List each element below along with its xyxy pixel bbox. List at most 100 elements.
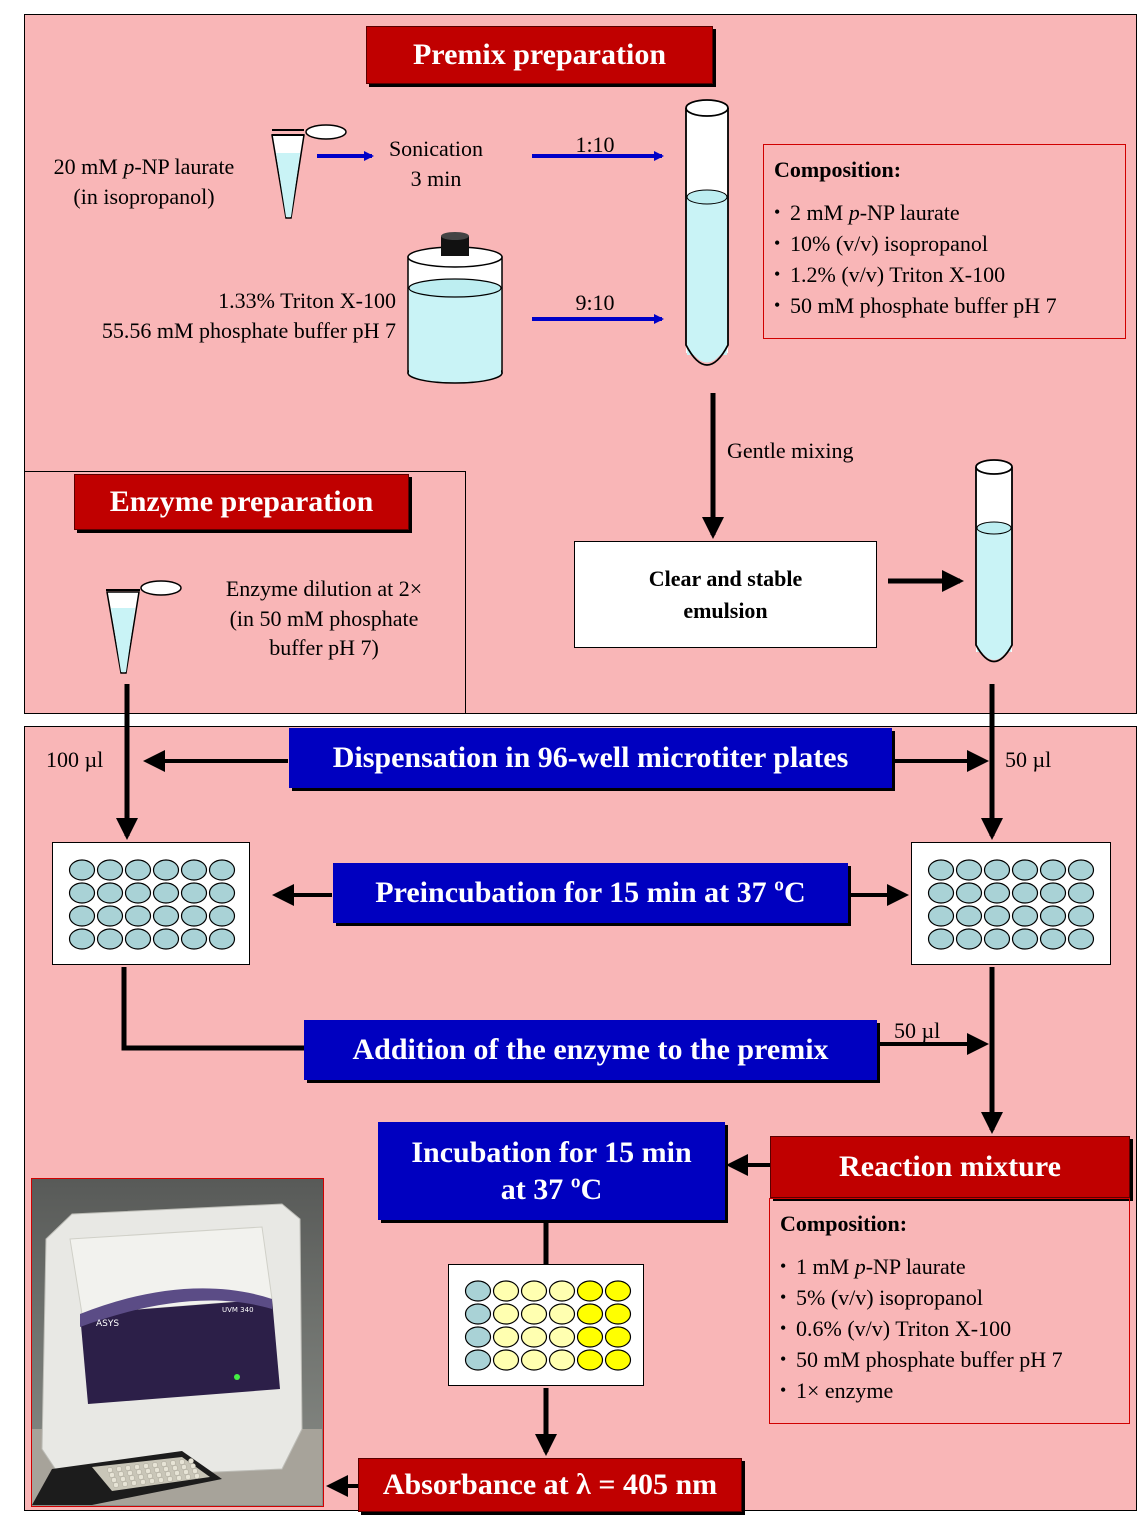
eppendorf-tube-icon — [106, 580, 182, 674]
buffer-line2: 55.56 mM phosphate buffer pH 7 — [101, 317, 396, 343]
microplate-well — [955, 905, 983, 927]
microplate-well — [1011, 859, 1039, 881]
microplate-well — [1011, 905, 1039, 927]
enzyme-title: Enzyme preparation — [74, 474, 409, 530]
tray-well — [174, 1470, 180, 1476]
microplate-well — [520, 1280, 548, 1302]
microplate-well — [576, 1280, 604, 1302]
microplate-well — [180, 882, 208, 904]
microplate-well — [124, 905, 152, 927]
microplate-well — [983, 859, 1011, 881]
microplate-well — [208, 859, 236, 881]
preincubation-step: Preincubation for 15 min at 37 ºC — [333, 863, 848, 923]
microplate-well — [1039, 905, 1067, 927]
microplate-well — [576, 1349, 604, 1371]
dispensation-step: Dispensation in 96-well microtiter plate… — [289, 728, 892, 788]
premix-composition-title: Composition: — [774, 157, 902, 182]
tray-well — [163, 1466, 169, 1472]
microplate-well — [1067, 928, 1095, 950]
incubation-line1: Incubation for 15 min — [411, 1135, 692, 1169]
microplate-well — [492, 1349, 520, 1371]
enzyme-dilution-line1: Enzyme dilution at 2× — [225, 576, 423, 601]
tray-well — [170, 1460, 176, 1466]
sonication-line1: Sonication — [388, 136, 484, 161]
tray-well — [134, 1464, 140, 1470]
microplate-well — [152, 859, 180, 881]
microplate-well — [492, 1303, 520, 1325]
tray-well — [156, 1472, 162, 1478]
microplate-well — [68, 905, 96, 927]
eppendorf-tube-icon — [271, 124, 347, 219]
sonication-label: Sonication 3 min — [356, 134, 516, 193]
ratio-2-label: 9:10 — [575, 290, 615, 315]
tray-well — [138, 1474, 144, 1480]
emulsion-line1: Clear and stable — [648, 565, 803, 591]
volume-left-label: 100 µl — [46, 747, 104, 772]
tray-well — [194, 1473, 200, 1479]
tray-well — [107, 1467, 113, 1473]
tray-well — [190, 1463, 196, 1469]
microplate-well — [927, 905, 955, 927]
microplate-well — [604, 1326, 632, 1348]
emulsion-box: Clear and stable emulsion — [574, 541, 877, 648]
microplate-well — [464, 1349, 492, 1371]
tray-well — [116, 1466, 122, 1472]
microplate-well — [548, 1303, 576, 1325]
composition-item: 0.6% (v/v) Triton X-100 — [780, 1313, 1119, 1344]
reaction-composition-box: Composition: 1 mM p-NP laurate 5% (v/v) … — [769, 1198, 1130, 1424]
microplate-well — [1011, 928, 1039, 950]
reaction-composition-list: 1 mM p-NP laurate 5% (v/v) isopropanol 0… — [780, 1251, 1119, 1406]
microplate-well — [208, 882, 236, 904]
microplate-well — [1039, 859, 1067, 881]
tray-well — [147, 1473, 153, 1479]
tray-well — [192, 1468, 198, 1474]
emulsion-line2: emulsion — [683, 597, 768, 623]
test-tube-icon — [685, 99, 729, 366]
microplate-well — [96, 928, 124, 950]
microplate-well — [124, 928, 152, 950]
volume-addition-label: 50 µl — [894, 1018, 941, 1043]
microplate-well — [68, 859, 96, 881]
buffer-line1: 1.33% Triton X-100 — [218, 288, 396, 313]
microplate-well — [180, 928, 208, 950]
microplate-well — [1039, 882, 1067, 904]
incubation-line2: at 37 ºC — [500, 1173, 603, 1206]
composition-item: 1 mM p-NP laurate — [780, 1251, 1119, 1282]
microplate-well — [604, 1280, 632, 1302]
microplate-well — [520, 1326, 548, 1348]
tray-well — [140, 1479, 146, 1485]
microplate-well — [492, 1326, 520, 1348]
tray-well — [158, 1477, 164, 1483]
tray-well — [181, 1464, 187, 1470]
tray-well — [149, 1478, 155, 1484]
volume-right-label: 50 µl — [1005, 747, 1052, 772]
enzyme-dilution-line3: buffer pH 7) — [269, 635, 379, 661]
tray-well — [113, 1482, 119, 1488]
microplate-well — [96, 859, 124, 881]
sonication-line2: 3 min — [410, 165, 462, 191]
tray-well — [183, 1469, 189, 1475]
enzyme-dilution-label: Enzyme dilution at 2× (in 50 mM phosphat… — [196, 574, 452, 663]
tray-well — [125, 1465, 131, 1471]
microplate-well — [96, 882, 124, 904]
premix-composition-list: 2 mM p-NP laurate 10% (v/v) isopropanol … — [774, 197, 1115, 321]
microplate-well — [604, 1303, 632, 1325]
tray-well — [120, 1476, 126, 1482]
tray-well — [127, 1470, 133, 1476]
tray-well — [154, 1467, 160, 1473]
microplate-well — [208, 905, 236, 927]
absorbance-step: Absorbance at λ = 405 nm — [358, 1458, 742, 1512]
microplate-well — [927, 859, 955, 881]
composition-item: 50 mM phosphate buffer pH 7 — [780, 1344, 1119, 1375]
tray-well — [143, 1463, 149, 1469]
tray-well — [188, 1458, 194, 1464]
tray-well — [122, 1481, 128, 1487]
gentle-mixing-label: Gentle mixing — [727, 438, 854, 463]
microplate-well — [927, 882, 955, 904]
reaction-mixture-title: Reaction mixture — [770, 1136, 1130, 1198]
test-tube-icon — [975, 459, 1013, 663]
pnp-laurate-label: 20 mM p-NP laurate (in isopropanol) — [28, 152, 260, 211]
microplate-well — [1067, 882, 1095, 904]
microplate-well — [124, 882, 152, 904]
